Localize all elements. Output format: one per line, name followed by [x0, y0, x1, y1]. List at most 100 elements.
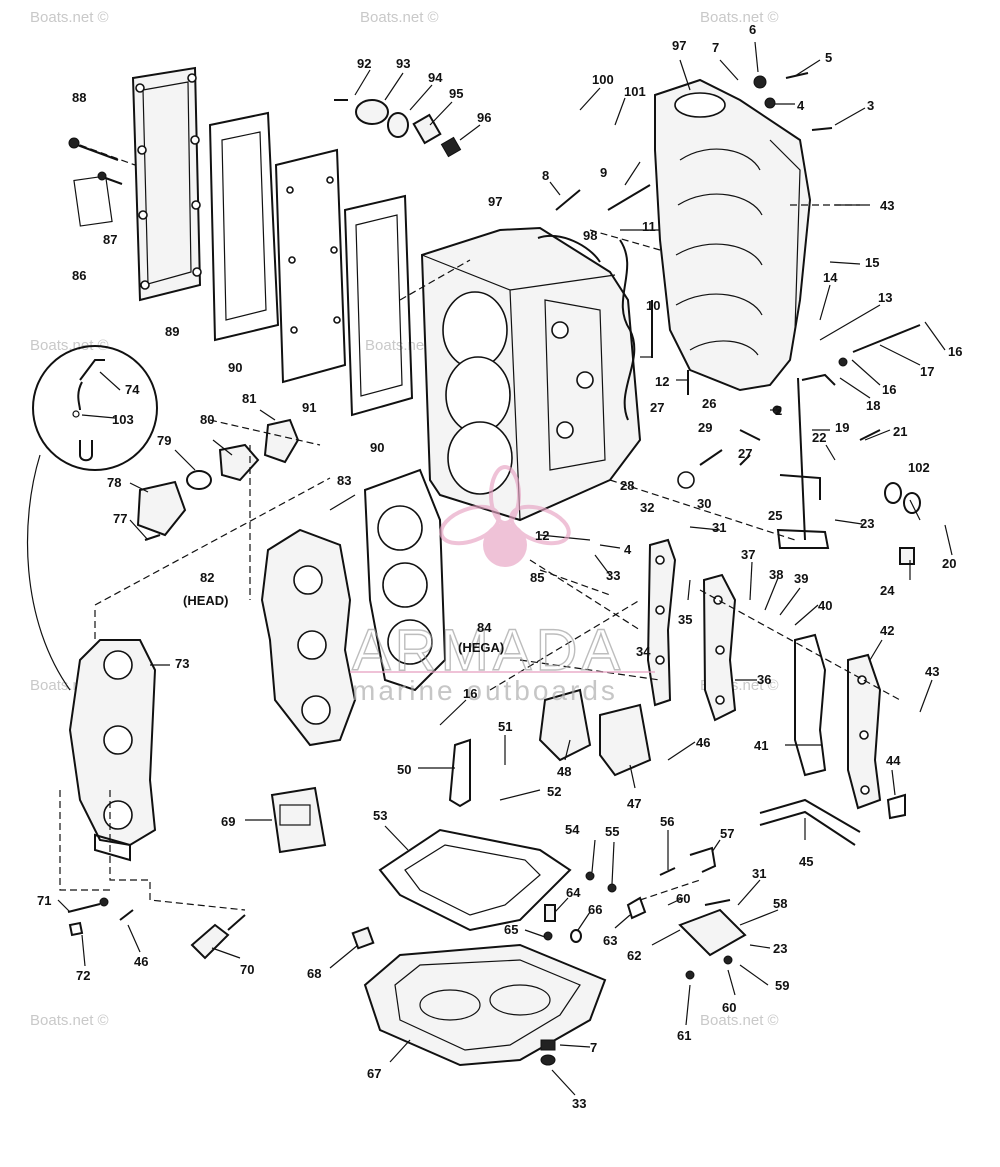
callout-37: 37: [741, 547, 755, 562]
drain-plug-7-33: [540, 1039, 556, 1066]
callout-63: 63: [603, 933, 617, 948]
leader-lines: [26, 41, 953, 1096]
exhaust-inner-gasket: [343, 194, 414, 417]
gasket-53: [378, 828, 572, 932]
watermark-site: Boats.net ©: [30, 9, 109, 26]
block-gasket-wave: [619, 239, 636, 421]
exhaust-cover-73: [68, 639, 157, 862]
transfer-cover-34: [646, 538, 677, 707]
callout-24: 24: [880, 583, 895, 598]
cylinder-head-82: [260, 528, 357, 747]
callout-41: 41: [754, 738, 768, 753]
callout-19: 19: [835, 420, 849, 435]
callout-34: 34: [636, 644, 651, 659]
callout-45: 45: [799, 854, 813, 869]
exhaust-cover-plate: [131, 66, 202, 302]
cylinder-block: [420, 226, 642, 522]
callout-27: 27: [650, 400, 664, 415]
callout-97: 97: [488, 194, 502, 209]
callout-95: 95: [449, 86, 463, 101]
callout-58: 58: [773, 896, 787, 911]
callout-90: 90: [228, 360, 242, 375]
callout-17: 17: [920, 364, 934, 379]
callout-73: 73: [175, 656, 189, 671]
bracket-50: [448, 738, 471, 808]
callout-96: 96: [477, 110, 491, 125]
module-69: [270, 786, 327, 854]
callout-92: 92: [357, 56, 371, 71]
callout-16: 16: [882, 382, 896, 397]
callout-101: 101: [624, 84, 646, 99]
callout-15: 15: [865, 255, 879, 270]
callout-83: 83: [337, 473, 351, 488]
callout-36: 36: [757, 672, 771, 687]
adapter-plate-67: [363, 943, 607, 1067]
callout-2: 2: [775, 403, 782, 418]
callout-16: 16: [948, 344, 962, 359]
thermostat-cluster: [334, 99, 462, 158]
callout-12: 12: [535, 528, 549, 543]
callout-85: 85: [530, 570, 544, 585]
callout-86: 86: [72, 268, 86, 283]
callout-35: 35: [678, 612, 692, 627]
armada-logo-watermark: ARMADA marine outboards: [350, 465, 655, 706]
callout-28: 28: [620, 478, 634, 493]
callout-67: 67: [367, 1066, 381, 1081]
lever-assembly-57-62: [678, 846, 747, 980]
callout-74: 74: [125, 382, 140, 397]
hega-label: (HEGA): [458, 640, 504, 655]
callout-103: 103: [112, 412, 134, 427]
callout-47: 47: [627, 796, 641, 811]
callout-77: 77: [113, 511, 127, 526]
watermark-site: Boats.net ©: [365, 337, 444, 354]
callout-21: 21: [893, 424, 907, 439]
callout-38: 38: [769, 567, 783, 582]
callout-90: 90: [370, 440, 384, 455]
crankcase: [654, 72, 833, 392]
callout-8: 8: [542, 168, 549, 183]
callout-43: 43: [880, 198, 894, 213]
callout-9: 9: [600, 165, 607, 180]
callout-98: 98: [583, 228, 597, 243]
callout-50: 50: [397, 762, 411, 777]
callout-97: 97: [672, 38, 686, 53]
callout-4: 4: [624, 542, 632, 557]
callout-56: 56: [660, 814, 674, 829]
watermark-site: Boats.net ©: [30, 1012, 109, 1029]
callout-57: 57: [720, 826, 734, 841]
sensor-70: [190, 914, 246, 960]
callout-33: 33: [572, 1096, 586, 1111]
callout-25: 25: [768, 508, 782, 523]
callout-61: 61: [677, 1028, 691, 1043]
callout-78: 78: [107, 475, 121, 490]
callout-4: 4: [797, 98, 805, 113]
callout-59: 59: [775, 978, 789, 993]
callout-11: 11: [642, 219, 656, 234]
callout-82: 82: [200, 570, 214, 585]
reed-plate-47: [599, 703, 652, 777]
callout-31: 31: [752, 866, 766, 881]
watermark-site: Boats.net ©: [700, 1012, 779, 1029]
callout-72: 72: [76, 968, 90, 983]
exhaust-plate: [274, 148, 347, 384]
callout-32: 32: [640, 500, 654, 515]
head-label: (HEAD): [183, 593, 229, 608]
callout-20: 20: [942, 556, 956, 571]
callout-48: 48: [557, 764, 571, 779]
callout-10: 10: [646, 298, 660, 313]
callout-14: 14: [823, 270, 838, 285]
callout-91: 91: [302, 400, 316, 415]
callout-33: 33: [606, 568, 620, 583]
callout-100: 100: [592, 72, 614, 87]
dowel-pins: [555, 184, 689, 395]
callout-13: 13: [878, 290, 892, 305]
callout-44: 44: [886, 753, 901, 768]
transfer-cover-42: [847, 653, 882, 810]
bolts-71-72-46: [67, 897, 134, 937]
callout-84: 84: [477, 620, 492, 635]
callout-23: 23: [860, 516, 874, 531]
callout-29: 29: [698, 420, 712, 435]
callout-60: 60: [676, 891, 690, 906]
